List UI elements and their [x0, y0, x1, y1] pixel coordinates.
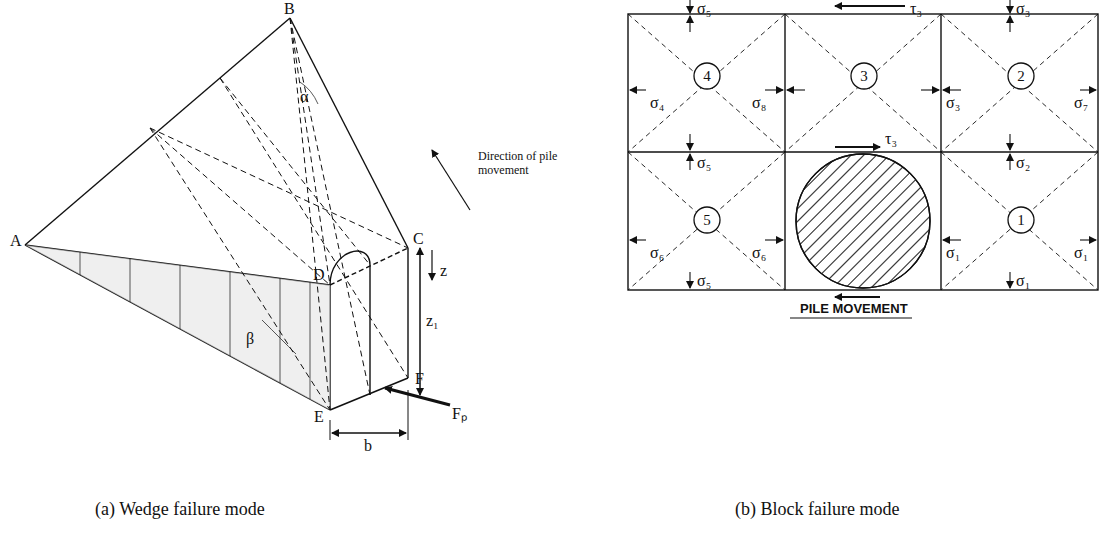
width-label: b: [364, 437, 372, 455]
stress-label: σ₇: [1074, 94, 1088, 112]
stress-label: σ₄: [650, 94, 664, 112]
point-label: F: [415, 370, 424, 388]
stress-label: σ₅: [697, 154, 711, 172]
stress-label: σ₆: [752, 244, 766, 262]
block-number-text: 3: [850, 62, 878, 90]
block-number-text: 2: [1007, 62, 1035, 90]
point-label: D: [313, 266, 325, 284]
block-number-text: 1: [1007, 206, 1035, 234]
angle-label: α: [300, 88, 308, 106]
point-label: B: [284, 0, 295, 18]
shear-label: τ₃: [910, 0, 922, 18]
depth-label: z₁: [426, 312, 439, 330]
stress-label: σ₃: [1016, 0, 1030, 18]
stress-label: σ₁: [1074, 244, 1088, 262]
block-number-text: 4: [693, 62, 721, 90]
direction-note: Direction of pile movement: [478, 150, 570, 178]
angle-label: β: [246, 330, 254, 348]
stress-label: σ₃: [946, 94, 960, 112]
block-number: 3: [850, 62, 878, 90]
force-label: Fₚ: [452, 405, 467, 423]
stress-label: σ₅: [697, 272, 711, 290]
point-label: E: [314, 408, 324, 426]
stress-label: σ₈: [752, 94, 766, 112]
block-number: 4: [693, 62, 721, 90]
stress-label: σ₂: [1016, 154, 1030, 172]
block-number: 1: [1007, 206, 1035, 234]
block-number: 5: [693, 206, 721, 234]
movement-label: PILE MOVEMENT: [800, 302, 908, 316]
stress-label: σ₁: [946, 244, 960, 262]
block-number: 2: [1007, 62, 1035, 90]
shear-label: τ₃: [885, 130, 897, 148]
stress-label: σ₁: [1016, 272, 1030, 290]
point-label: C: [413, 230, 424, 248]
stress-label: σ₅: [697, 0, 711, 18]
panel-caption: (b) Block failure mode: [735, 500, 899, 520]
block-number-text: 5: [693, 206, 721, 234]
point-label: A: [10, 232, 22, 250]
stress-label: σ₆: [650, 244, 664, 262]
depth-label: z: [440, 262, 447, 280]
panel-caption: (a) Wedge failure mode: [95, 500, 265, 520]
